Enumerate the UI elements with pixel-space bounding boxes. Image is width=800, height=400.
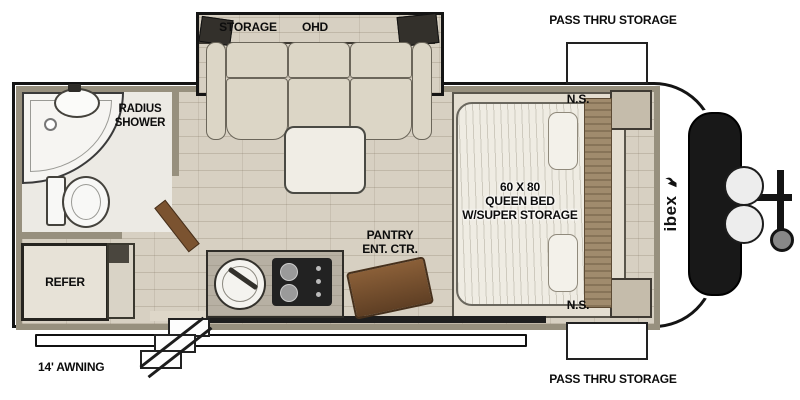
stove-burner xyxy=(280,284,298,302)
sofa-armrest-right xyxy=(412,42,432,140)
pantry-label-line2: ENT. CTR. xyxy=(362,242,418,257)
sofa-armrest-left xyxy=(206,42,226,140)
sofa-back-cushion xyxy=(350,42,412,78)
tongue-jack-wheel xyxy=(770,228,794,252)
awning-lines xyxy=(35,334,527,347)
bed-headboard xyxy=(584,98,612,308)
pillow xyxy=(548,234,578,292)
toilet xyxy=(62,176,110,228)
shower-drain xyxy=(44,118,57,131)
refrigerator: REFER xyxy=(21,243,109,321)
stove-knob xyxy=(316,292,321,297)
stove-cooktop xyxy=(272,258,332,306)
radius-shower-label: RADIUS SHOWER xyxy=(98,103,182,130)
pass-thru-storage-box-top xyxy=(566,42,648,84)
bathroom-wall-horizontal xyxy=(22,232,122,239)
pass-thru-storage-bottom-label: PASS THRU STORAGE xyxy=(549,372,677,386)
wardrobe-cabinet-top xyxy=(109,245,129,263)
nightstand-top-label: N.S. xyxy=(566,92,590,106)
table-ottoman xyxy=(284,126,366,194)
nightstand-bottom xyxy=(610,278,652,318)
radius-shower-label-line1: RADIUS xyxy=(118,103,162,115)
entry-door-opening xyxy=(150,311,206,321)
sink-faucet xyxy=(68,84,81,92)
radius-shower-label-line2: SHOWER xyxy=(114,116,166,129)
kitchen-sink xyxy=(214,258,266,310)
queen-bed-label: 60 X 80 QUEEN BED W/SUPER STORAGE xyxy=(449,180,591,222)
bed-label-line2: QUEEN BED xyxy=(485,194,555,209)
stove-knob xyxy=(316,279,321,284)
bathroom-sink xyxy=(54,88,100,118)
sofa-back-cushion xyxy=(226,42,288,78)
slide-rail xyxy=(206,316,546,323)
brand-logo-text: ibex xyxy=(661,195,680,232)
sofa-seat-cushion xyxy=(226,78,288,140)
tongue-jack-post xyxy=(777,170,784,232)
bed-label-line1: 60 X 80 xyxy=(500,180,540,194)
propane-tank-2 xyxy=(724,204,764,244)
nightstand-bottom-label: N.S. xyxy=(566,298,590,312)
hitch-tongue xyxy=(738,194,792,201)
propane-tank-1 xyxy=(724,166,764,206)
ohd-label: OHD xyxy=(301,20,329,34)
front-cap-panel xyxy=(688,112,742,296)
sofa-back-cushion xyxy=(288,42,350,78)
pass-thru-storage-box-bottom xyxy=(566,322,648,360)
nightstand-top xyxy=(610,90,652,130)
pantry-label-line1: PANTRY xyxy=(366,228,414,242)
bed-label-line3: W/SUPER STORAGE xyxy=(462,208,578,223)
ibex-goat-icon xyxy=(664,178,676,188)
awning-label: 14' AWNING xyxy=(38,360,105,374)
pantry-label: PANTRY ENT. CTR. xyxy=(350,228,430,256)
pass-thru-storage-top-label: PASS THRU STORAGE xyxy=(549,13,677,27)
bathroom-wall-vertical xyxy=(172,92,179,176)
sofa-back-cushions xyxy=(226,42,412,78)
refer-label: REFER xyxy=(45,274,85,289)
storage-label: STORAGE xyxy=(219,20,277,34)
pillow xyxy=(548,112,578,170)
stove-burner xyxy=(280,263,298,281)
stove-knob xyxy=(316,266,321,271)
brand-logo: ibex xyxy=(659,161,683,247)
